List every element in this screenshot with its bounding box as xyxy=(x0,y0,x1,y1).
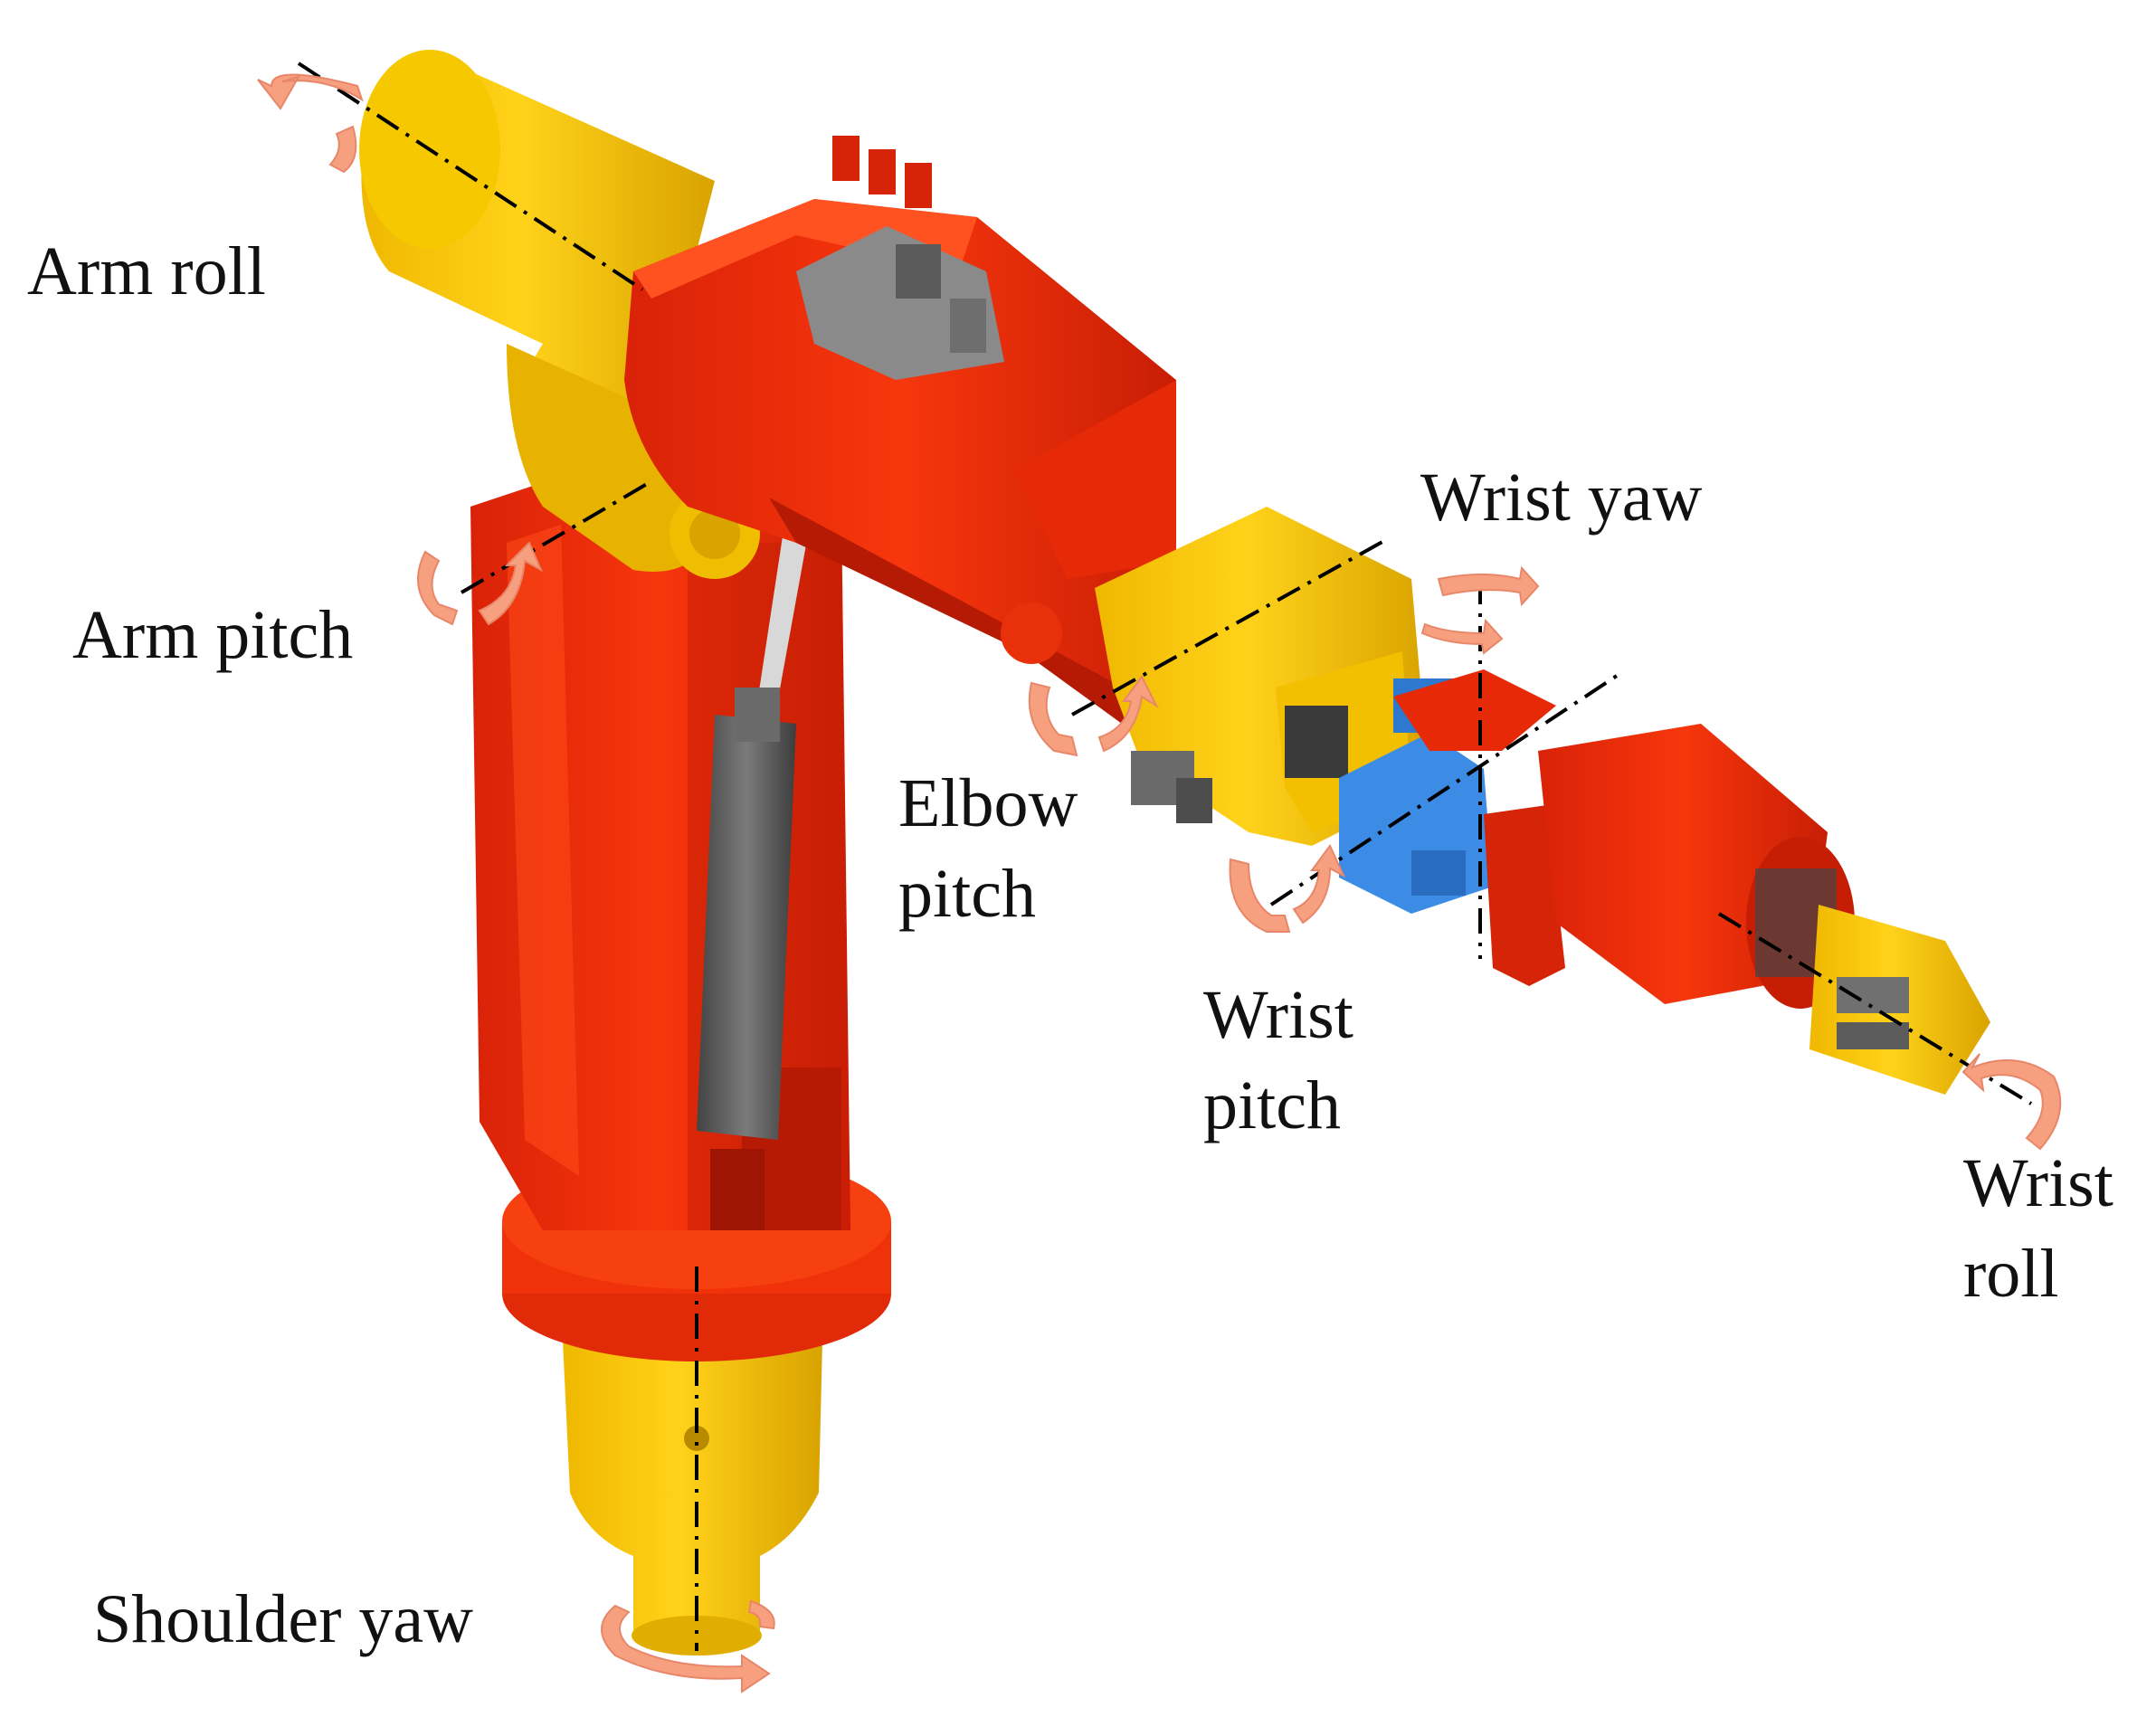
elbow-pitch-axis xyxy=(1071,536,1390,716)
forearm-body xyxy=(624,136,1176,724)
rotation-arrows xyxy=(257,73,2062,1693)
rotation-arrow-icon xyxy=(417,541,544,626)
arm-pitch-axis xyxy=(460,482,649,594)
label-arm-roll: Arm roll xyxy=(27,233,266,309)
rotation-arrow-icon xyxy=(1420,565,1540,655)
label-wrist-yaw: Wrist yaw xyxy=(1420,460,1703,536)
label-shoulder-yaw: Shoulder yaw xyxy=(93,1581,474,1657)
arm-roll-axis xyxy=(297,62,644,291)
joint-axes xyxy=(297,62,2033,1651)
shoulder-base xyxy=(561,1303,823,1655)
label-wrist-pitch: Wrist pitch xyxy=(1203,977,1353,1143)
rotation-arrow-icon xyxy=(1961,1053,2062,1151)
rotation-arrow-icon xyxy=(257,73,364,174)
wrist-yaw-bracket xyxy=(1393,669,1565,986)
rotation-arrow-icon xyxy=(1229,844,1346,933)
rotation-arrow-icon xyxy=(601,1599,775,1693)
label-wrist-roll: Wrist roll xyxy=(1963,1145,2113,1312)
rotation-arrow-icon xyxy=(1028,675,1159,757)
label-arm-pitch: Arm pitch xyxy=(72,597,354,673)
valve-block xyxy=(796,226,1004,380)
hydraulic-cylinder xyxy=(697,507,810,1140)
end-effector xyxy=(1809,905,1990,1095)
label-elbow-pitch: Elbow pitch xyxy=(898,765,1078,932)
elbow-actuator xyxy=(1095,507,1429,846)
